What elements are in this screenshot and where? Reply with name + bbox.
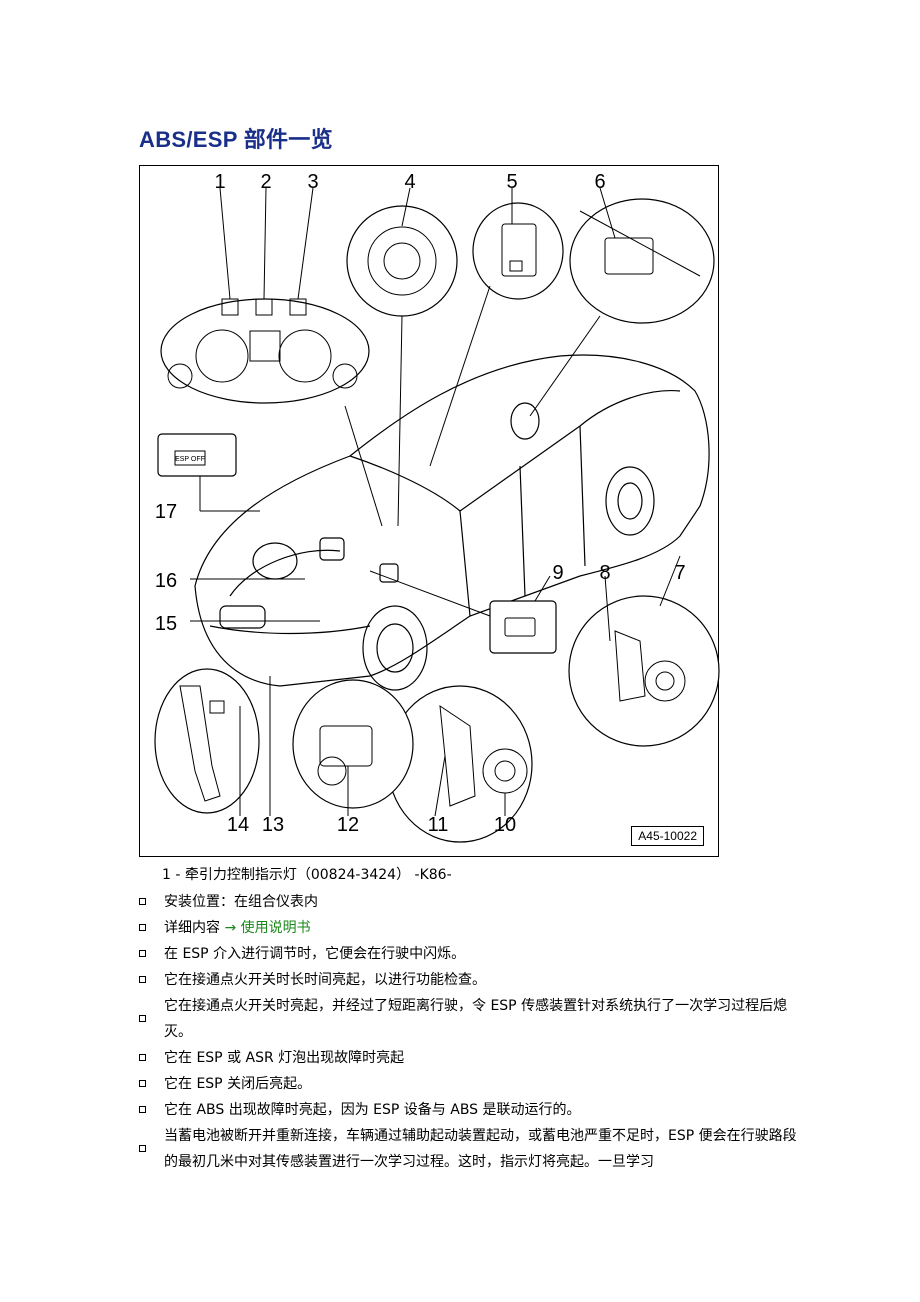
bullet-icon [139, 1106, 146, 1113]
callout-13: 13 [262, 814, 284, 836]
callout-6: 6 [594, 171, 605, 193]
pedal-detail-circle [154, 668, 260, 814]
callout-10: 10 [494, 814, 516, 836]
bullet-icon [139, 950, 146, 957]
list-item: 它在 ESP 或 ASR 灯泡出现故障时亮起 [139, 1045, 799, 1071]
bullet-icon [139, 898, 146, 905]
bullet-icon [139, 1015, 146, 1022]
connector-box [489, 600, 557, 654]
callout-16: 16 [155, 570, 177, 592]
list-item: 它在接通点火开关时长时间亮起，以进行功能检查。 [139, 967, 799, 993]
callout-4: 4 [404, 171, 415, 193]
switch-detail-circle [472, 202, 564, 300]
callout-11: 11 [428, 814, 449, 836]
item-caption: 1 - 牵引力控制指示灯（00824-3424） -K86- [162, 867, 452, 883]
callout-12: 12 [337, 814, 359, 836]
list-item: 详细内容 → 使用说明书 [139, 915, 799, 941]
rear-wheel [605, 466, 655, 536]
figure-id-label: A45-10022 [631, 826, 704, 846]
callout-14: 14 [227, 814, 249, 836]
abs-unit-shape [319, 537, 345, 561]
list-item: 在 ESP 介入进行调节时，它便会在行驶中闪烁。 [139, 941, 799, 967]
list-item: 它在 ABS 出现故障时亮起，因为 ESP 设备与 ABS 是联动运行的。 [139, 1097, 799, 1123]
sensor-detail-circle [569, 198, 715, 324]
bullet-icon [139, 924, 146, 931]
detail-list: 安装位置：在组合仪表内 详细内容 → 使用说明书 在 ESP 介入进行调节时，它… [139, 889, 799, 1175]
diagram-drawing: ESP OFF 1 [154, 171, 720, 843]
bullet-icon [139, 976, 146, 983]
bullet-icon [139, 1054, 146, 1061]
callout-1: 1 [214, 171, 225, 193]
bullet-icon [139, 1145, 146, 1152]
front-wheel [362, 605, 428, 691]
hydraulic-detail-circle [292, 679, 414, 809]
callout-7: 7 [674, 562, 685, 584]
callout-17: 17 [155, 501, 177, 523]
esp-button-box [157, 433, 237, 477]
callout-8: 8 [599, 562, 610, 584]
list-item: 它在 ESP 关闭后亮起。 [139, 1071, 799, 1097]
list-item: 安装位置：在组合仪表内 [139, 889, 799, 915]
bullet-icon [139, 1080, 146, 1087]
callout-9: 9 [552, 562, 563, 584]
callout-2: 2 [260, 171, 271, 193]
esp-button-label: ESP OFF [175, 456, 205, 463]
list-item: 它在接通点火开关时亮起，并经过了短距离行驶，令 ESP 传感装置针对系统执行了一… [139, 993, 799, 1045]
manual-link[interactable]: → 使用说明书 [224, 920, 311, 936]
callout-3: 3 [307, 171, 318, 193]
callout-15: 15 [155, 613, 177, 635]
list-item: 当蓄电池被断开并重新连接，车辆通过辅助起动装置起动，或蓄电池严重不足时，ESP … [139, 1123, 799, 1175]
clockspring-detail-circle [346, 205, 458, 317]
page-title: ABS/ESP 部件一览 [139, 127, 333, 152]
callout-5: 5 [506, 171, 517, 193]
rear-hub-detail-circle [568, 595, 720, 747]
component-diagram: ESP OFF 1 [139, 165, 720, 857]
